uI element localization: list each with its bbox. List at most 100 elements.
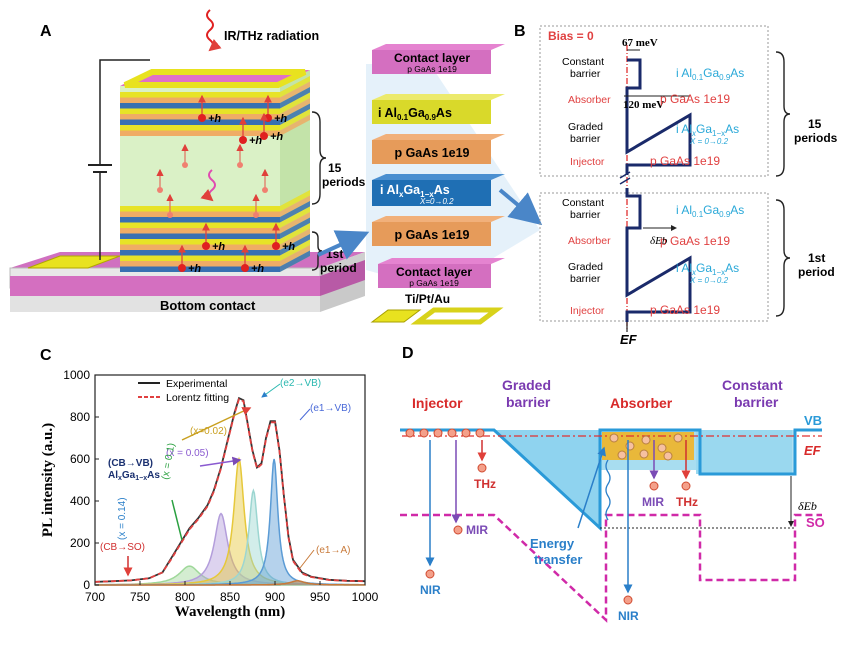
b-periods15-num: 15 [808,117,822,131]
break-mark-1 [619,171,631,179]
ann-e1vb-arrow [299,408,311,421]
b-constant-3: Constant [562,197,604,209]
hole-dot [239,136,247,144]
hole-carriers: +h+h+h+h+h+h+h+h [156,94,295,275]
hole-dot [178,264,186,272]
d-thz2: THz [676,495,698,509]
stripe-side [280,76,310,98]
stripe-side [280,223,310,245]
d-energy-2: transfer [534,552,582,567]
bias-label: Bias = 0 [548,29,594,43]
stripe-side [280,206,310,228]
panel-b: B Bias = 0 67 meV 120 meV Constant barri… [514,23,838,347]
band-edge-lower [625,188,692,322]
hole-label: +h [249,135,262,147]
stack-contact-top-sub: p GaAs 1e19 [407,64,457,74]
hole-dot-mid [237,162,243,168]
brace-15 [311,111,327,205]
b-mat-pgaas-4: p GaAs 1e19 [650,303,720,317]
stripe [120,92,280,98]
ann-cbso: (CB→SO) [100,542,145,553]
b-brace-1st [775,199,791,317]
arrow-to-band [498,188,543,226]
stripe-side [280,81,310,103]
y-tick-label: 1000 [63,368,90,382]
b-brace-15 [775,51,791,177]
period-1st-word: period [320,261,357,275]
b-constant-4: barrier [570,209,601,221]
panel-label-a: A [40,23,52,40]
x-tick-label: 750 [130,590,150,604]
ann-x01-line [171,499,183,541]
hole-dot-absorber [641,435,651,445]
x-tick-label: 900 [265,590,285,604]
stripe [120,97,280,103]
hole-dot [272,242,280,250]
hole-dot-injector [405,428,415,438]
stripe [120,119,280,125]
ann-x014: (x = 0.14) [117,497,128,540]
bottom-stack-stripes [120,190,310,272]
x-tick-label: 700 [85,590,105,604]
stack-range-label: X=0→0.2 [419,197,454,206]
ann-e1vb: (e1→VB) [310,403,351,414]
hole-dot [264,114,272,122]
stack-layer-algaas-graded: i AlxGa1−xAs X=0→0.2 [372,174,505,206]
energy-transfer-arrow [577,446,606,529]
ann-x005: (x = 0.05) [166,448,209,459]
hole-dot-absorber [657,443,667,453]
stripe-side [280,109,310,131]
layer-stack: Contact layer p GaAs 1e19 i Al0.1Ga0.9As… [317,44,543,325]
arrow-to-stack [317,230,370,260]
y-axis-label: PL intensity (a.u.) [40,423,56,537]
hole-dot-absorber [639,449,649,459]
radiation-wave [206,9,222,52]
y-tick-label: 600 [70,452,90,466]
b-absorber-2: Absorber [568,235,611,247]
b-graded-3: Graded [568,261,603,273]
hole-dot-injector [475,428,485,438]
stripe-side [280,212,310,234]
radiation-label: IR/THz radiation [224,29,319,43]
ann-e1a: (e1→A) [316,545,350,556]
lorentz-component-2 [95,459,365,585]
stripe [120,228,280,234]
d-nir1: NIR [420,583,441,597]
stack-contact-top-label: Contact layer [394,51,470,65]
b-mat-range-1: X = 0→0.2 [689,137,729,146]
panel-a: A Bottom contact IR/THz radiation +h +h +h… [9,9,366,313]
metal-pad-ring [410,307,504,325]
hole-dot-absorber [663,451,673,461]
hole-dot-mid [262,187,268,193]
hole-dot-absorber [673,433,683,443]
hole-label: +h [208,113,221,125]
series-lorentz-fit [94,397,366,583]
stripe-side [280,114,310,136]
ann-e2vb-arrow [261,383,281,398]
legend-fit: Lorentz fitting [166,392,229,404]
ann-x005-arrow [199,456,242,467]
hole-dot-absorber [625,441,635,451]
ann-x002: (x=0.02) [190,426,227,437]
hole-dot-injector [419,428,429,438]
hole-dot-mid [157,187,163,193]
b-graded-4: barrier [570,273,601,285]
b-ef-label: EF [620,332,638,347]
d-constant-2: barrier [734,394,779,410]
nir-dot-2 [623,595,633,605]
hole-dot-injector [461,428,471,438]
step-120-label: 120 meV [623,99,664,111]
stripe-side [280,234,310,256]
d-absorber: Absorber [610,395,673,411]
b-mat-graded-2: i AlxGa1−xAs [676,261,739,277]
hole-label: +h [212,241,225,253]
period-box-1st [539,192,769,322]
stripe [120,255,280,261]
d-energy-1: Energy [530,536,575,551]
d-deltaeb: δEb [798,499,817,513]
stripe-side [280,250,310,272]
panel-label-b: B [514,23,526,40]
bottom-contact-label: Bottom contact [160,298,256,313]
d-thz1: THz [474,477,496,491]
